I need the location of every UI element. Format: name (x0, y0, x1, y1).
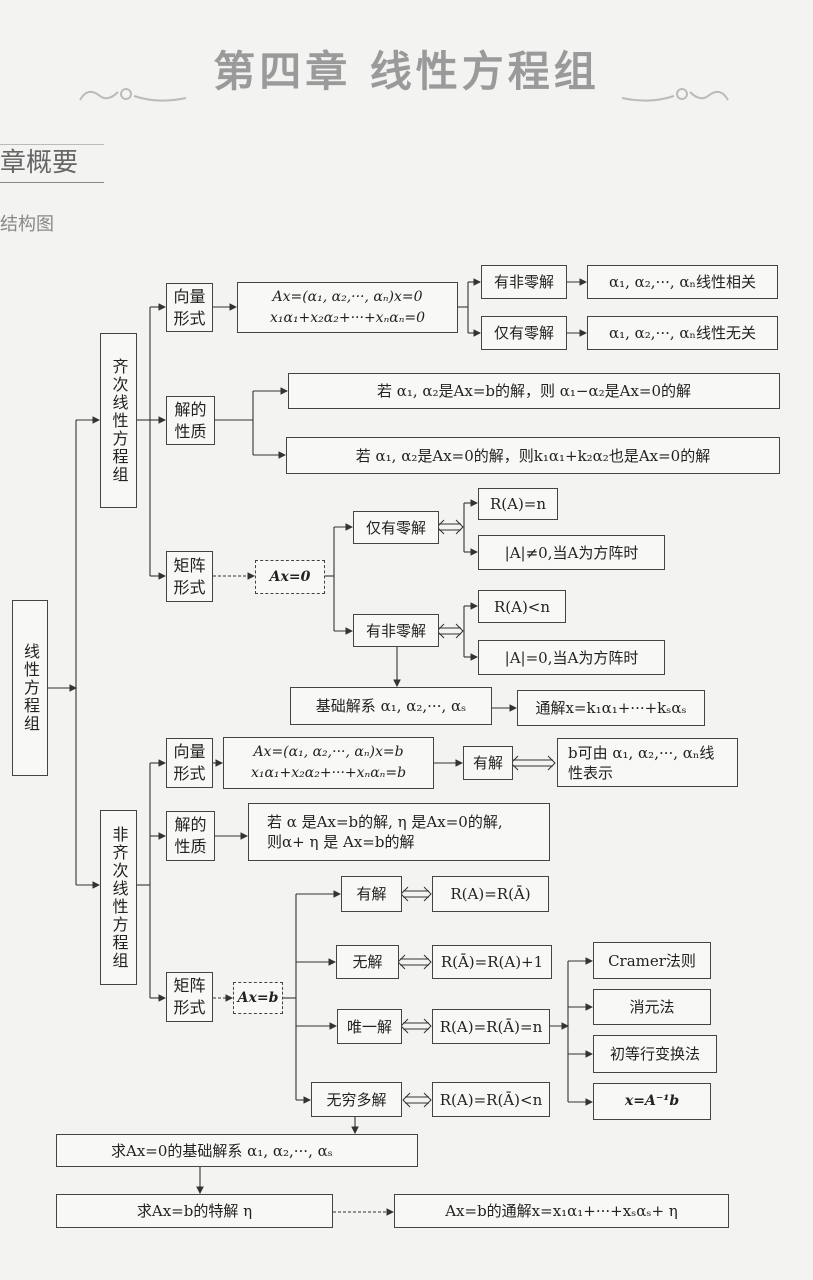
h-property-combination-node: 若 α₁, α₂是Ax=0的解，则k₁α₁+k₂α₂也是Ax=0的解 (286, 437, 780, 474)
title-ornament-right (621, 88, 729, 102)
h-det-zero-node: |A|=0,当A为方阵时 (478, 640, 665, 675)
n-axb-node: Ax=b (233, 982, 283, 1014)
h-nonzero-matrix-node: 有非零解 (353, 614, 439, 647)
h-ax0-node: Ax=0 (255, 560, 325, 594)
nonhomogeneous-node: 非齐次线性方程组 (100, 810, 137, 985)
n-vector-form-node: 向量形式 (166, 738, 213, 788)
h-linearly-dependent-node: α₁, α₂,···, αₙ线性相关 (587, 265, 778, 299)
method-inverse-node: x=A⁻¹b (593, 1083, 711, 1120)
n-linear-representation-node: b可由 α₁, α₂,···, αₙ线性表示 (557, 738, 738, 787)
chapter-title: 第四章 线性方程组 (213, 47, 600, 96)
n-vector-equation-node: Ax=(α₁, α₂,···, αₙ)x=b x₁α₁+x₂α₂+···+xₙα… (223, 737, 434, 789)
h-vector-equation-node: Ax=(α₁, α₂,···, αₙ)x=0 x₁α₁+x₂α₂+···+xₙα… (237, 282, 458, 333)
basis-node: 基础解系 α₁, α₂,···, αₛ (290, 687, 492, 725)
homogeneous-node: 齐次线性方程组 (100, 333, 137, 508)
case-solvable-condition: R(A)=R(Ā) (432, 876, 549, 912)
method-cramer-node: Cramer法则 (593, 942, 711, 979)
n-property-line1: 若 α 是Ax=b的解, η 是Ax=0的解, (267, 813, 503, 831)
h-det-nonzero-node: |A|≠0,当A为方阵时 (478, 535, 665, 570)
h-rank-lt-n-node: R(A)<n (478, 590, 566, 623)
h-nonzero-solution-node: 有非零解 (481, 265, 567, 299)
method-row-operation-node: 初等行变换法 (593, 1035, 717, 1073)
case-unique-node: 唯一解 (337, 1009, 402, 1044)
h-linearly-independent-node: α₁, α₂,···, αₙ线性无关 (587, 316, 778, 350)
h-general-solution-node: 通解x=k₁α₁+···+kₛαₛ (517, 690, 705, 726)
h-rank-eq-n-node: R(A)=n (478, 488, 558, 520)
case-infinite-condition: R(A)=R(Ā)<n (432, 1082, 550, 1117)
case-unique-condition: R(A)=R(Ā)=n (432, 1009, 550, 1044)
case-no-solution-node: 无解 (336, 945, 399, 979)
n-has-solution-node: 有解 (463, 746, 513, 780)
h-vector-eq-line2: x₁α₁+x₂α₂+···+xₙαₙ=0 (269, 309, 426, 326)
section-heading: 章概要 (0, 148, 79, 178)
h-matrix-form-node: 矩阵形式 (166, 551, 213, 602)
title-ornament-left (79, 88, 187, 102)
case-solvable-node: 有解 (341, 876, 402, 912)
n-vector-eq-line2: x₁α₁+x₂α₂+···+xₙαₙ=b (250, 765, 407, 781)
n-property-sum-node: 若 α 是Ax=b的解, η 是Ax=0的解, 则α+ η 是 Ax=b的解 (248, 803, 550, 861)
step-general-node: Ax=b的通解x=x₁α₁+···+xₛαₛ+ η (394, 1194, 729, 1228)
h-vector-form-node: 向量形式 (166, 283, 213, 332)
step-particular-node: 求Ax=b的特解 η (56, 1194, 333, 1228)
subsection-heading: 结构图 (0, 214, 54, 235)
case-infinite-node: 无穷多解 (311, 1082, 402, 1117)
method-elimination-node: 消元法 (593, 989, 711, 1025)
step-basis-node: 求Ax=0的基础解系 α₁, α₂,···, αₛ (56, 1134, 418, 1167)
h-property-difference-node: 若 α₁, α₂是Ax=b的解，则 α₁−α₂是Ax=0的解 (288, 373, 780, 409)
n-property-line2: 则α+ η 是 Ax=b的解 (267, 833, 415, 851)
n-vector-eq-line1: Ax=(α₁, α₂,···, αₙ)x=b (253, 744, 404, 760)
section-rule (0, 182, 104, 183)
n-matrix-form-node: 矩阵形式 (166, 972, 213, 1022)
root-node: 线性方程组 (12, 600, 48, 776)
n-property-node: 解的性质 (166, 811, 215, 861)
section-rule-top (0, 144, 104, 145)
h-vector-eq-line1: Ax=(α₁, α₂,···, αₙ)x=0 (272, 288, 423, 305)
case-no-solution-condition: R(Ā)=R(A)+1 (432, 945, 552, 979)
h-property-node: 解的性质 (166, 396, 215, 445)
h-zero-only-matrix-node: 仅有零解 (353, 511, 439, 544)
h-zero-only-node: 仅有零解 (481, 316, 567, 350)
